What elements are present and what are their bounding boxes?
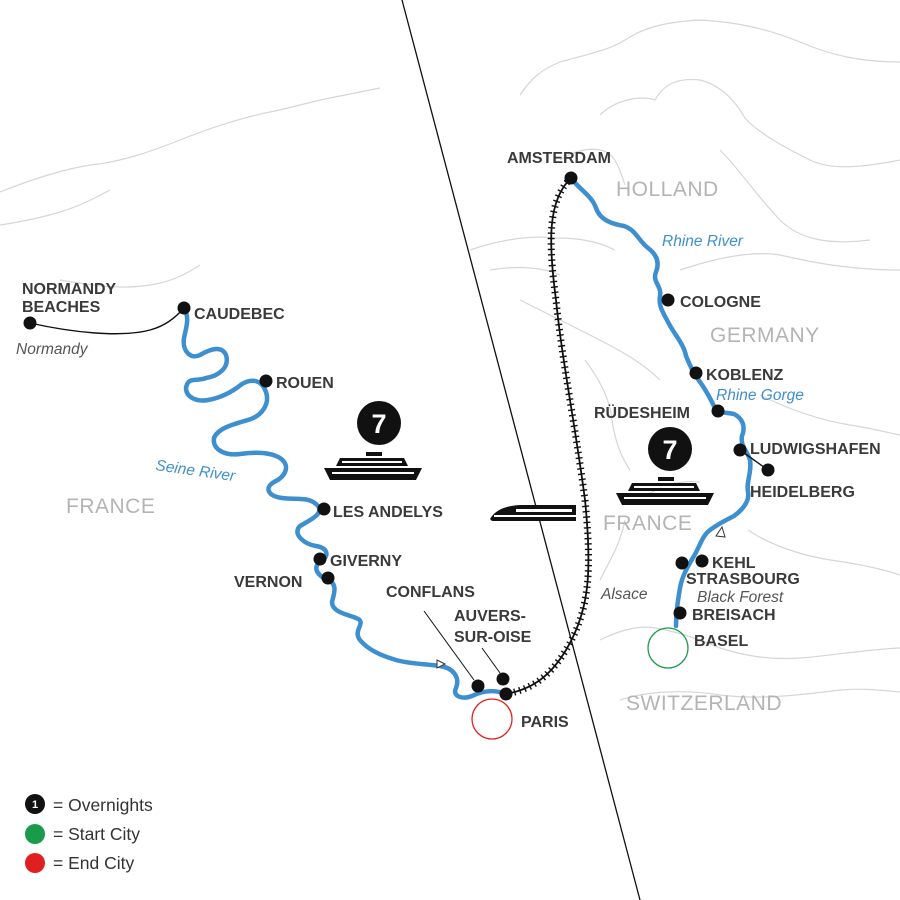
conflans-arrow [436,659,447,669]
city-dot-normandy-beaches [23,316,37,330]
city-dot-strasbourg [675,556,689,570]
normandy-excursion-line [29,307,185,335]
start-city-ring-basel [647,627,689,669]
left-panel-coastline [0,87,381,288]
city-label-rudesheim: RÜDESHEIM [594,403,690,422]
city-dot-amsterdam [564,171,578,185]
legend-start-label: = Start City [53,824,140,844]
legend-end-label: = End City [53,853,134,873]
river-label-rhine: Rhine River [662,233,744,250]
overnight-badge-circle [648,427,692,471]
city-label-giverny: GIVERNY [330,553,402,570]
rhine-arrow [715,525,726,538]
legend-start-swatch [25,824,45,844]
city-dot-giverny [313,552,327,566]
river-label-seine: Seine River [154,457,237,485]
overnight-count-seine: 7 [371,409,386,439]
city-dot-les-andelys [317,502,331,516]
city-label-strasbourg: STRASBOURG [686,571,800,588]
region-label-alsace: Alsace [600,586,648,603]
city-dot-kehl [695,554,709,568]
city-dot-caudebec [177,301,191,315]
city-dot-breisach [673,606,687,620]
city-label-rouen: ROUEN [276,375,334,392]
city-dot-cologne [661,293,675,307]
country-label-france-right: FRANCE [603,512,692,535]
rhine-overnight-badge: 7 [648,427,692,471]
legend-end-swatch [25,853,45,873]
overnight-count-rhine: 7 [662,435,677,465]
city-label-caudebec: CAUDEBEC [194,306,285,323]
river-label-rhine-gorge: Rhine Gorge [716,387,804,404]
train-track-ties [505,175,593,698]
city-dot-ludwigshafen [733,443,747,457]
city-label-basel: BASEL [694,633,748,650]
city-dot-auvers [496,672,510,686]
city-dot-rudesheim [711,404,725,418]
panel-divider [401,0,641,900]
city-label-les-andelys: LES ANDELYS [333,504,443,521]
city-label-normandy-beaches-line1: NORMANDY [22,281,117,298]
city-label-paris: PARIS [521,714,569,731]
legend-overnights-number: 1 [32,799,38,811]
end-city-ring-paris [471,698,513,740]
right-panel-borders [469,19,900,701]
train-icon [490,505,576,521]
city-label-breisach: BREISACH [692,607,776,624]
country-label-germany: GERMANY [710,324,820,347]
city-label-cologne: COLOGNE [680,294,761,311]
city-label-normandy-beaches-line2: BEACHES [22,299,101,316]
city-dot-heidelberg [761,463,775,477]
city-label-ludwigshafen: LUDWIGSHAFEN [750,441,881,458]
legend: 1 = Overnights = Start City = End City [25,794,153,873]
city-label-heidelberg: HEIDELBERG [750,484,855,501]
seine-overnight-badge: 7 [357,401,401,445]
city-label-auvers-line1: AUVERS- [454,608,526,625]
seine-river-line [181,305,509,700]
overnight-badge-circle [357,401,401,445]
city-dots [23,171,775,701]
legend-overnights-swatch [25,794,45,814]
legend-overnights-label: = Overnights [53,795,153,815]
city-label-vernon: VERNON [234,574,302,591]
conflans-leader-line [423,610,475,681]
country-label-france-left: FRANCE [66,495,155,518]
city-dot-conflans [471,679,485,693]
city-dot-koblenz [689,366,703,380]
city-label-koblenz: KOBLENZ [706,367,784,384]
country-label-holland: HOLLAND [616,178,719,201]
city-label-auvers-line2: SUR-OISE [454,629,532,646]
auvers-leader-line [481,647,501,674]
city-label-conflans: CONFLANS [386,584,475,601]
ship-icon [324,452,422,480]
city-label-kehl: KEHL [712,555,756,572]
city-dot-vernon [321,571,335,585]
region-label-normandy: Normandy [16,341,89,358]
city-dot-rouen [259,374,273,388]
city-dot-paris [499,687,513,701]
region-label-black-forest: Black Forest [697,589,784,606]
ship-icon [616,477,714,505]
city-label-amsterdam: AMSTERDAM [507,150,611,167]
country-label-switzerland: SWITZERLAND [626,692,782,715]
